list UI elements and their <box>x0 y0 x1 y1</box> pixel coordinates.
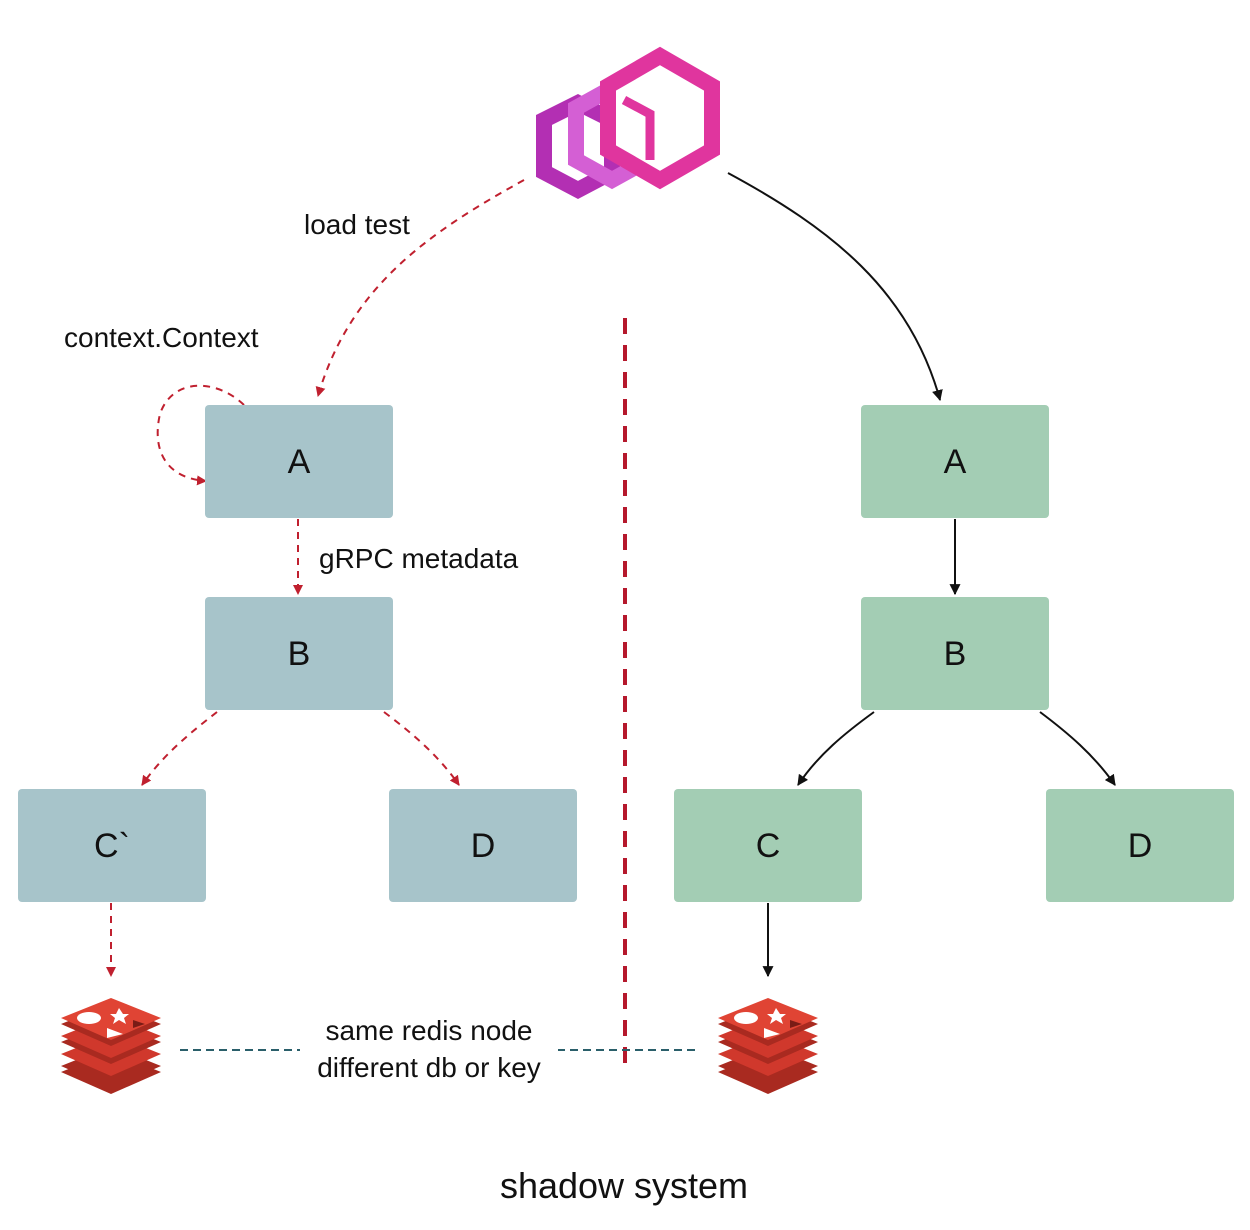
prod-node-a-label: A <box>944 443 967 481</box>
grpc-metadata-label: gRPC metadata <box>319 543 519 574</box>
load-test-edge <box>315 179 525 397</box>
diagram-caption: shadow system <box>500 1165 748 1206</box>
prod-node-b[interactable]: B <box>861 597 1049 710</box>
edge-b-c-prod <box>797 711 875 786</box>
shadow-node-a-label: A <box>288 443 311 481</box>
redis-icon <box>718 998 818 1094</box>
load-test-label: load test <box>304 209 410 240</box>
shadow-node-d-label: D <box>471 827 496 865</box>
shadow-node-c-label: C` <box>94 827 130 865</box>
prod-node-d[interactable]: D <box>1046 789 1234 902</box>
edge-b-d-shadow <box>383 711 460 786</box>
edge-gateway-a-prod <box>727 172 943 402</box>
shadow-node-a[interactable]: A <box>205 405 393 518</box>
edge-b-c-shadow <box>141 711 218 786</box>
redis-link-label-line1: same redis node <box>325 1015 532 1046</box>
shadow-node-c[interactable]: C` <box>18 789 206 902</box>
redis-link-label-line2: different db or key <box>317 1052 541 1083</box>
context-label: context.Context <box>64 322 259 353</box>
redis-icon-left <box>61 998 161 1094</box>
shadow-node-b[interactable]: B <box>205 597 393 710</box>
edge-b-d-prod <box>1039 711 1116 786</box>
shadow-node-d[interactable]: D <box>389 789 577 902</box>
shadow-node-b-label: B <box>288 635 311 673</box>
prod-node-a[interactable]: A <box>861 405 1049 518</box>
redis-icon <box>61 998 161 1094</box>
prod-node-d-label: D <box>1128 827 1153 865</box>
prod-node-c-label: C <box>756 827 781 865</box>
redis-icon-right <box>718 998 818 1094</box>
logo-hex-front <box>600 46 720 190</box>
redis-label-backdrop <box>300 1040 558 1060</box>
prod-node-c[interactable]: C <box>674 789 862 902</box>
prod-node-b-label: B <box>944 635 967 673</box>
envoy-logo-icon <box>536 46 720 200</box>
logo-inner-stroke <box>621 96 655 160</box>
